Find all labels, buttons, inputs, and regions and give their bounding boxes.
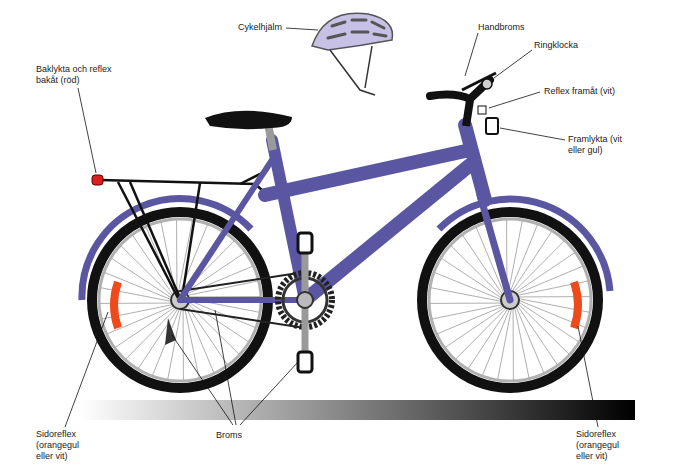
hand-brake [462, 73, 496, 90]
spoke [514, 307, 528, 378]
part-label: Reflex framåt (vit) [544, 86, 615, 97]
spoke [498, 308, 512, 379]
bell [482, 79, 492, 89]
spoke [512, 232, 552, 293]
spoke [138, 308, 178, 369]
spoke [516, 306, 544, 373]
front-reflector [478, 106, 486, 114]
helmet [312, 13, 393, 95]
spoke [184, 307, 198, 378]
spoke [468, 308, 508, 369]
front-fender [439, 199, 610, 291]
part-label: Baklykta och reflex bakåt (röd) [36, 64, 118, 86]
part-label: Broms [216, 430, 242, 441]
rack [100, 170, 268, 298]
rear-light [92, 175, 103, 185]
pedal [298, 352, 312, 372]
stem [466, 100, 470, 126]
leader-lines [65, 28, 598, 427]
front-light [486, 118, 498, 134]
spoke [112, 258, 173, 298]
part-label: Ringklocka [534, 40, 578, 51]
spoke [430, 303, 503, 304]
spoke [176, 220, 177, 293]
spoke [186, 306, 214, 373]
spoke [183, 307, 184, 380]
spoke [442, 258, 503, 298]
spoke [518, 302, 579, 342]
part-label: Sidoreflex (orangegul eller vit) [36, 429, 90, 462]
spoke [188, 302, 249, 342]
spoke [437, 306, 504, 334]
spoke [508, 221, 522, 292]
part-label: Cykelhjälm [238, 22, 282, 33]
part-label: Sidoreflex (orangegul eller vit) [576, 429, 630, 462]
ground-bar [80, 400, 635, 420]
handlebar [430, 80, 490, 99]
side-reflector-front [574, 282, 578, 328]
spoke [431, 288, 502, 302]
spokes [100, 220, 590, 380]
part-label: Framlykta (vit eller gul) [568, 134, 636, 156]
spoke [513, 307, 514, 380]
bottom-bracket [297, 292, 313, 308]
frame [180, 125, 510, 300]
pedal [298, 233, 312, 253]
spoke [168, 308, 182, 379]
saddle [205, 111, 292, 129]
part-label: Handbroms [478, 22, 525, 33]
side-reflector-rear [114, 282, 118, 328]
rear-brake [165, 318, 176, 345]
spoke [432, 304, 503, 318]
